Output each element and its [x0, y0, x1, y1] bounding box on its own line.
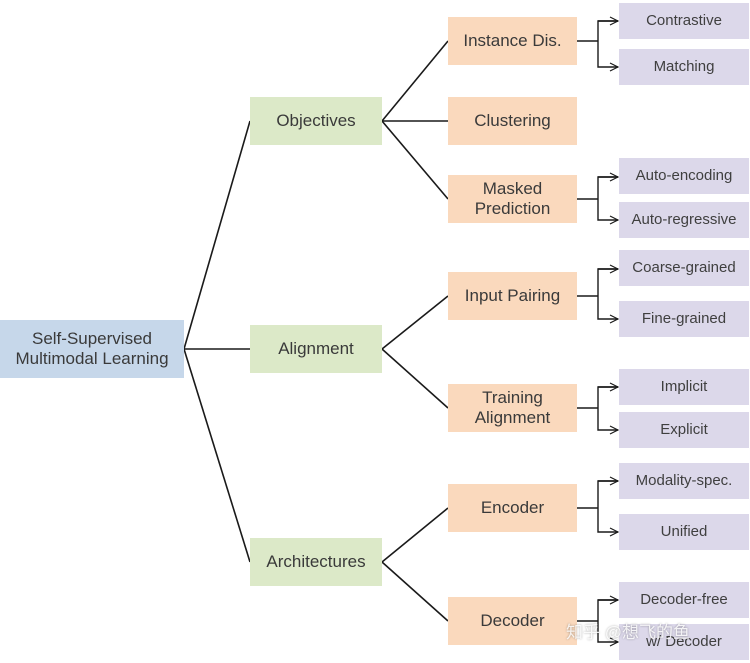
implicit-label: Implicit — [660, 378, 708, 395]
w-decoder-label: w/ Decoder — [646, 633, 722, 650]
edge-arch-decoder — [381, 561, 449, 622]
edge-alignment-training — [381, 348, 449, 409]
implicit-node: Implicit — [619, 369, 749, 405]
auto-encoding-node: Auto-encoding — [619, 158, 749, 194]
contrastive-label: Contrastive — [646, 12, 722, 29]
root-label: Self-Supervised Multimodal Learning — [15, 328, 169, 368]
modality-spec-label: Modality-spec. — [635, 472, 733, 489]
auto-regressive-node: Auto-regressive — [619, 202, 749, 238]
edge-alignment-input — [381, 295, 449, 350]
w-decoder-node: w/ Decoder — [619, 624, 749, 660]
architectures-label: Architectures — [266, 551, 366, 571]
decoder-free-node: Decoder-free — [619, 582, 749, 618]
decoder-node: Decoder — [448, 597, 577, 645]
objectives-label: Objectives — [276, 110, 356, 130]
clustering-label: Clustering — [474, 110, 551, 130]
input-pairing-node: Input Pairing — [448, 272, 577, 320]
arrow-training — [577, 386, 618, 430]
alignment-label: Alignment — [278, 338, 354, 358]
arrow-encoder — [577, 480, 618, 532]
root-node: Self-Supervised Multimodal Learning — [0, 320, 184, 378]
instance-dis-label: Instance Dis. — [463, 30, 562, 50]
matching-label: Matching — [653, 58, 715, 75]
input-pairing-label: Input Pairing — [464, 285, 561, 305]
explicit-label: Explicit — [660, 421, 708, 438]
unified-node: Unified — [619, 514, 749, 550]
fine-grained-label: Fine-grained — [641, 310, 727, 327]
auto-regressive-label: Auto-regressive — [631, 211, 737, 228]
arrow-input — [577, 268, 618, 319]
clustering-node: Clustering — [448, 97, 577, 145]
coarse-grained-label: Coarse-grained — [632, 259, 736, 276]
masked-prediction-node: Masked Prediction — [448, 175, 577, 223]
arrow-instance — [577, 20, 618, 67]
unified-label: Unified — [660, 523, 708, 540]
objectives-node: Objectives — [250, 97, 382, 145]
masked-prediction-label: Masked Prediction — [474, 178, 551, 218]
coarse-grained-node: Coarse-grained — [619, 250, 749, 286]
edge-root-architectures — [183, 348, 251, 563]
edge-root-objectives — [183, 120, 251, 350]
arrow-masked — [577, 176, 618, 220]
edge-objectives-instance — [381, 40, 449, 122]
edge-objectives-masked — [381, 120, 449, 200]
instance-dis-node: Instance Dis. — [448, 17, 577, 65]
encoder-node: Encoder — [448, 484, 577, 532]
architectures-node: Architectures — [250, 538, 382, 586]
explicit-node: Explicit — [619, 412, 749, 448]
training-alignment-label: Training Alignment — [474, 387, 551, 427]
modality-spec-node: Modality-spec. — [619, 463, 749, 499]
training-alignment-node: Training Alignment — [448, 384, 577, 432]
fine-grained-node: Fine-grained — [619, 301, 749, 337]
encoder-label: Encoder — [480, 497, 545, 517]
decoder-label: Decoder — [480, 610, 545, 630]
auto-encoding-label: Auto-encoding — [635, 167, 733, 184]
contrastive-node: Contrastive — [619, 3, 749, 39]
edge-arch-encoder — [381, 507, 449, 563]
alignment-node: Alignment — [250, 325, 382, 373]
decoder-free-label: Decoder-free — [640, 591, 728, 608]
watermark-text: 知乎 @想飞的鱼 — [566, 623, 690, 642]
matching-node: Matching — [619, 49, 749, 85]
